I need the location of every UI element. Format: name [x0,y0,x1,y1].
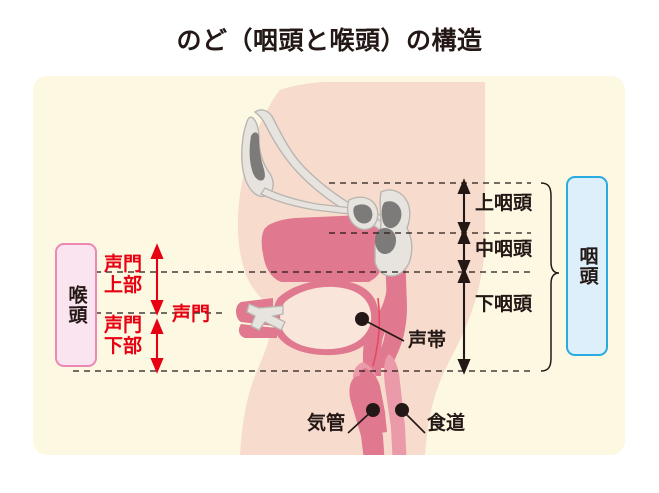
label-hypopharynx: 下咽頭 [475,294,533,315]
label-supraglottis-line1: 声門 [104,254,143,275]
pharynx-box-label: 咽頭 [576,246,598,286]
pharynx-brace [540,182,560,372]
reference-lines [73,182,531,372]
pharynx-measure-arrows [457,178,471,375]
facial-profile [173,122,272,455]
label-oropharynx: 中咽頭 [475,239,533,260]
label-supraglottis-line2: 上部 [104,274,143,296]
label-subglottis: 声門 下部 [104,315,143,357]
label-subglottis-line2: 下部 [104,335,143,357]
page-title: のど（咽頭と喉頭）の構造 [176,27,483,55]
label-trachea: 気管 [307,413,346,434]
label-supraglottis: 声門 上部 [104,254,143,296]
label-nasopharynx: 上咽頭 [475,193,533,214]
label-vocal-cords: 声帯 [408,330,447,351]
larynx-box[interactable]: 喉頭 [55,243,97,367]
label-subglottis-line1: 声門 [104,315,143,336]
larynx-box-label: 喉頭 [65,285,87,325]
larynx-measure-arrows [150,243,164,374]
label-glottis: 声門 [172,304,211,325]
nasal-cartilage-group [241,109,413,331]
callout-leaders [347,312,426,434]
label-esophagus: 食道 [427,413,466,434]
pharynx-box[interactable]: 咽頭 [566,176,608,356]
anatomy-illustration [73,82,560,455]
